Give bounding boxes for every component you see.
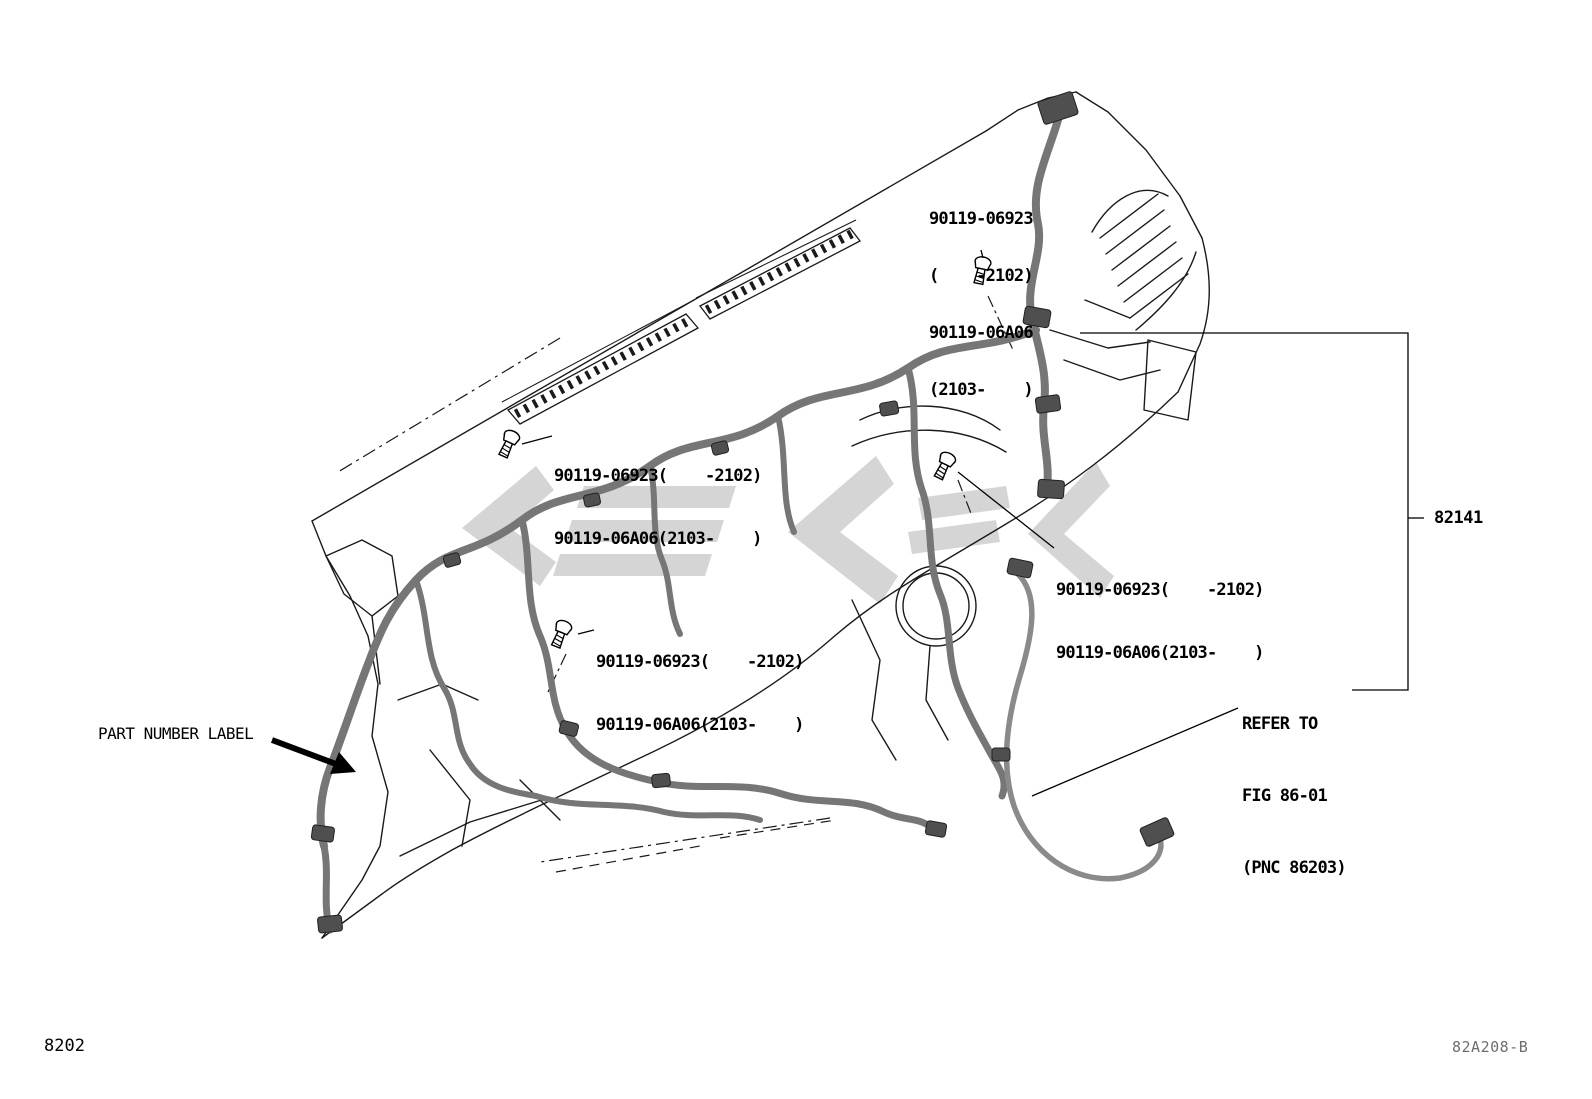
callout-line: 90119-06A06 [929,323,1034,343]
callout-screw-mid-left: 90119-06923( -2102) 90119-06A06(2103- ) [554,424,762,592]
screw-icon [547,617,574,651]
part-number-label-text: PART NUMBER LABEL [98,724,254,743]
part-number-82141: 82141 [1434,508,1483,528]
callout-line: 90119-06923( -2102) [596,652,804,672]
screw-icon [930,449,959,482]
callout-line: 90119-06923( -2102) [1056,580,1264,600]
figure-code: 8202 [44,1036,85,1056]
refer-to-note: REFER TO FIG 86-01 (PNC 86203) [1240,664,1348,928]
refer-to-line: FIG 86-01 [1242,786,1328,806]
callout-line: ( -2102) [929,266,1034,286]
callout-line: (2103- ) [929,380,1034,400]
antenna-cable-86203 [1003,571,1164,882]
drawing-code: 82A208-B [1452,1038,1529,1056]
part-number-arrow-icon [270,737,356,774]
leader-lines [521,249,1239,797]
vent-strips [501,219,861,425]
watermark-logo [462,456,1114,604]
screw-icon [495,427,523,461]
callout-line: 90119-06A06(2103- ) [1056,643,1264,663]
callout-screw-lower: 90119-06923( -2102) 90119-06A06(2103- ) [596,610,804,778]
callout-line: 90119-06923( -2102) [554,466,762,486]
refer-to-line: (PNC 86203) [1242,858,1347,878]
bracket-82141 [1080,332,1424,691]
callout-line: 90119-06A06(2103- ) [596,715,804,735]
callout-screw-top: 90119-06923 ( -2102) 90119-06A06 (2103- … [929,172,1034,438]
callout-line: 90119-06923 [929,209,1034,229]
refer-to-line: REFER TO [1242,714,1318,734]
callout-line: 90119-06A06(2103- ) [554,529,762,549]
phantom-lines [337,295,1015,873]
callout-screw-mid-right: 90119-06923( -2102) 90119-06A06(2103- ) [1056,538,1264,706]
connector-blobs [310,91,1175,934]
